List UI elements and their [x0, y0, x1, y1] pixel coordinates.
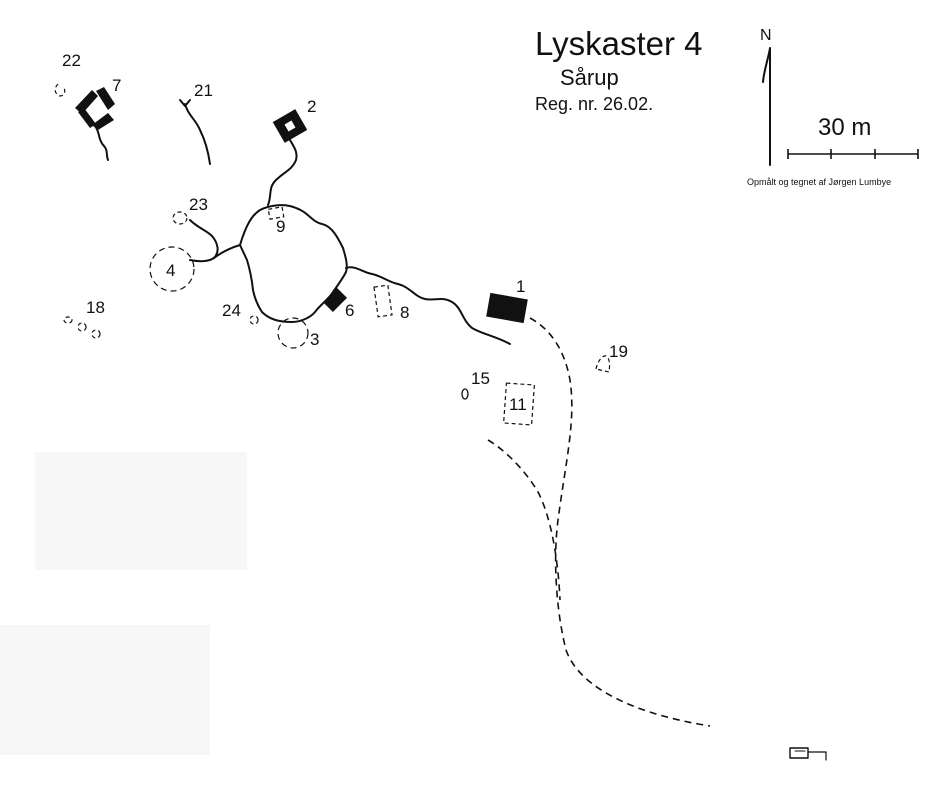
earthworks [94, 99, 511, 345]
feature-23-marker [172, 211, 188, 225]
feature-3-label: 3 [310, 330, 319, 349]
feature-2-building [272, 109, 308, 143]
credit-line: Opmålt og tegnet af Jørgen Lumbye [747, 177, 891, 187]
dashed-track-east [529, 317, 711, 727]
feature-9-outline [267, 206, 285, 220]
north-arrow: N [760, 27, 772, 166]
feature-3-circle [277, 317, 309, 349]
dashed-track-west [487, 439, 561, 601]
feature-4-circle [149, 246, 195, 292]
feature-19-marker [595, 355, 611, 373]
small-structure-bottom-right [789, 747, 827, 761]
feature-24-marker [249, 315, 259, 325]
feature-19-label: 19 [609, 342, 628, 361]
central-enclosure-wall [239, 204, 348, 323]
feature-8-label: 8 [400, 303, 409, 322]
feature-9-label: 9 [276, 217, 285, 236]
feature-6-building [322, 287, 348, 313]
feature-7-label: 7 [112, 76, 121, 95]
feature-2-label: 2 [307, 97, 316, 116]
feature-11-label: 11 [509, 395, 527, 414]
wall-to-feature-23 [189, 219, 219, 259]
feature-22-marker [54, 83, 66, 97]
paper-smudge [35, 452, 247, 570]
wall-feature-21-fork [179, 99, 191, 107]
scale-label: 30 m [818, 114, 871, 141]
feature-7-building [75, 87, 115, 130]
feature-18-label: 18 [86, 298, 105, 317]
wall-to-feature-4 [189, 244, 241, 263]
feature-18-markers [63, 316, 101, 339]
paper-smudge [0, 625, 210, 755]
feature-1-label: 1 [516, 277, 525, 296]
feature-4-label: 4 [166, 261, 175, 280]
wall-feature-7-tail [94, 125, 109, 161]
feature-15-marker [461, 388, 469, 400]
feature-11-outline [502, 382, 536, 426]
feature-24-label: 24 [222, 301, 241, 320]
feature-23-label: 23 [189, 195, 208, 214]
feature-6-label: 6 [345, 301, 354, 320]
north-arrow-shaft [762, 47, 771, 166]
map-title: Lyskaster 4 [535, 25, 703, 62]
registration-number: Reg. nr. 26.02. [535, 94, 653, 114]
scale-bar: 30 m [787, 114, 919, 159]
feature-15-label: 15 [471, 369, 490, 388]
map-subtitle: Sårup [560, 65, 619, 90]
wall-feature-21 [184, 103, 211, 165]
feature-22-label: 22 [62, 51, 81, 70]
north-label: N [760, 27, 772, 44]
wall-to-feature-1 [345, 266, 511, 345]
feature-21-label: 21 [194, 81, 213, 100]
feature-8-outline [373, 284, 393, 318]
feature-1-building [486, 292, 528, 324]
wall-to-feature-2 [267, 139, 298, 206]
